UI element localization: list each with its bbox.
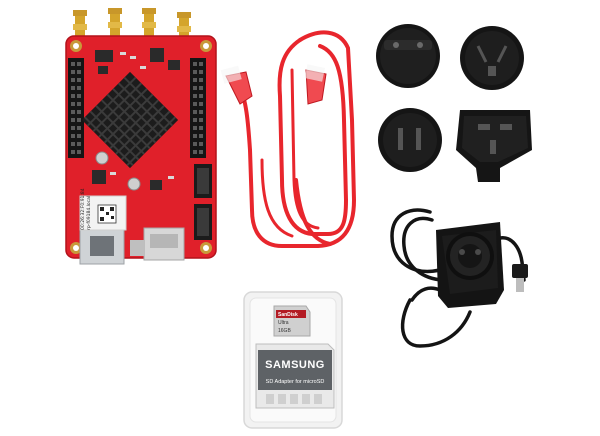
sd-adapter-caption: SD Adapter for microSD [266,379,325,385]
microsd-card: SanDisk Ultra 16GB [273,305,311,337]
sd-adapter: SAMSUNG SD Adapter for microSD [255,343,335,409]
rj45-plug-left [220,65,253,105]
right-pin-header [190,58,206,158]
sd-adapter-brand: SAMSUNG [265,359,325,371]
sd-card-brand: SanDisk [278,312,298,318]
uk-plug-adapter [456,110,532,182]
board-label: 00:26:32:F0:91:84 rp-f09184.local [79,188,127,231]
power-supply [390,208,528,348]
sd-card-line: Ultra [278,320,289,326]
heatsink [81,71,179,169]
us-plug-adapter [378,108,442,172]
board-host-label: rp-f09184.local [86,196,92,230]
rj45-plug-right [304,64,327,105]
sd-card-capacity: 16GB [278,328,291,334]
red-pitaya-board: 00:26:32:F0:91:84 rp-f09184.local [65,8,217,265]
eu-plug-adapter [376,24,440,88]
plug-adapters [376,24,532,182]
sd-card-package: SanDisk Ultra 16GB SAMSUNG SD Adapter fo… [243,291,343,429]
left-pin-header [68,58,84,158]
board-mac-label: 00:26:32:F0:91:84 [80,188,86,230]
au-plug-adapter [460,26,524,90]
